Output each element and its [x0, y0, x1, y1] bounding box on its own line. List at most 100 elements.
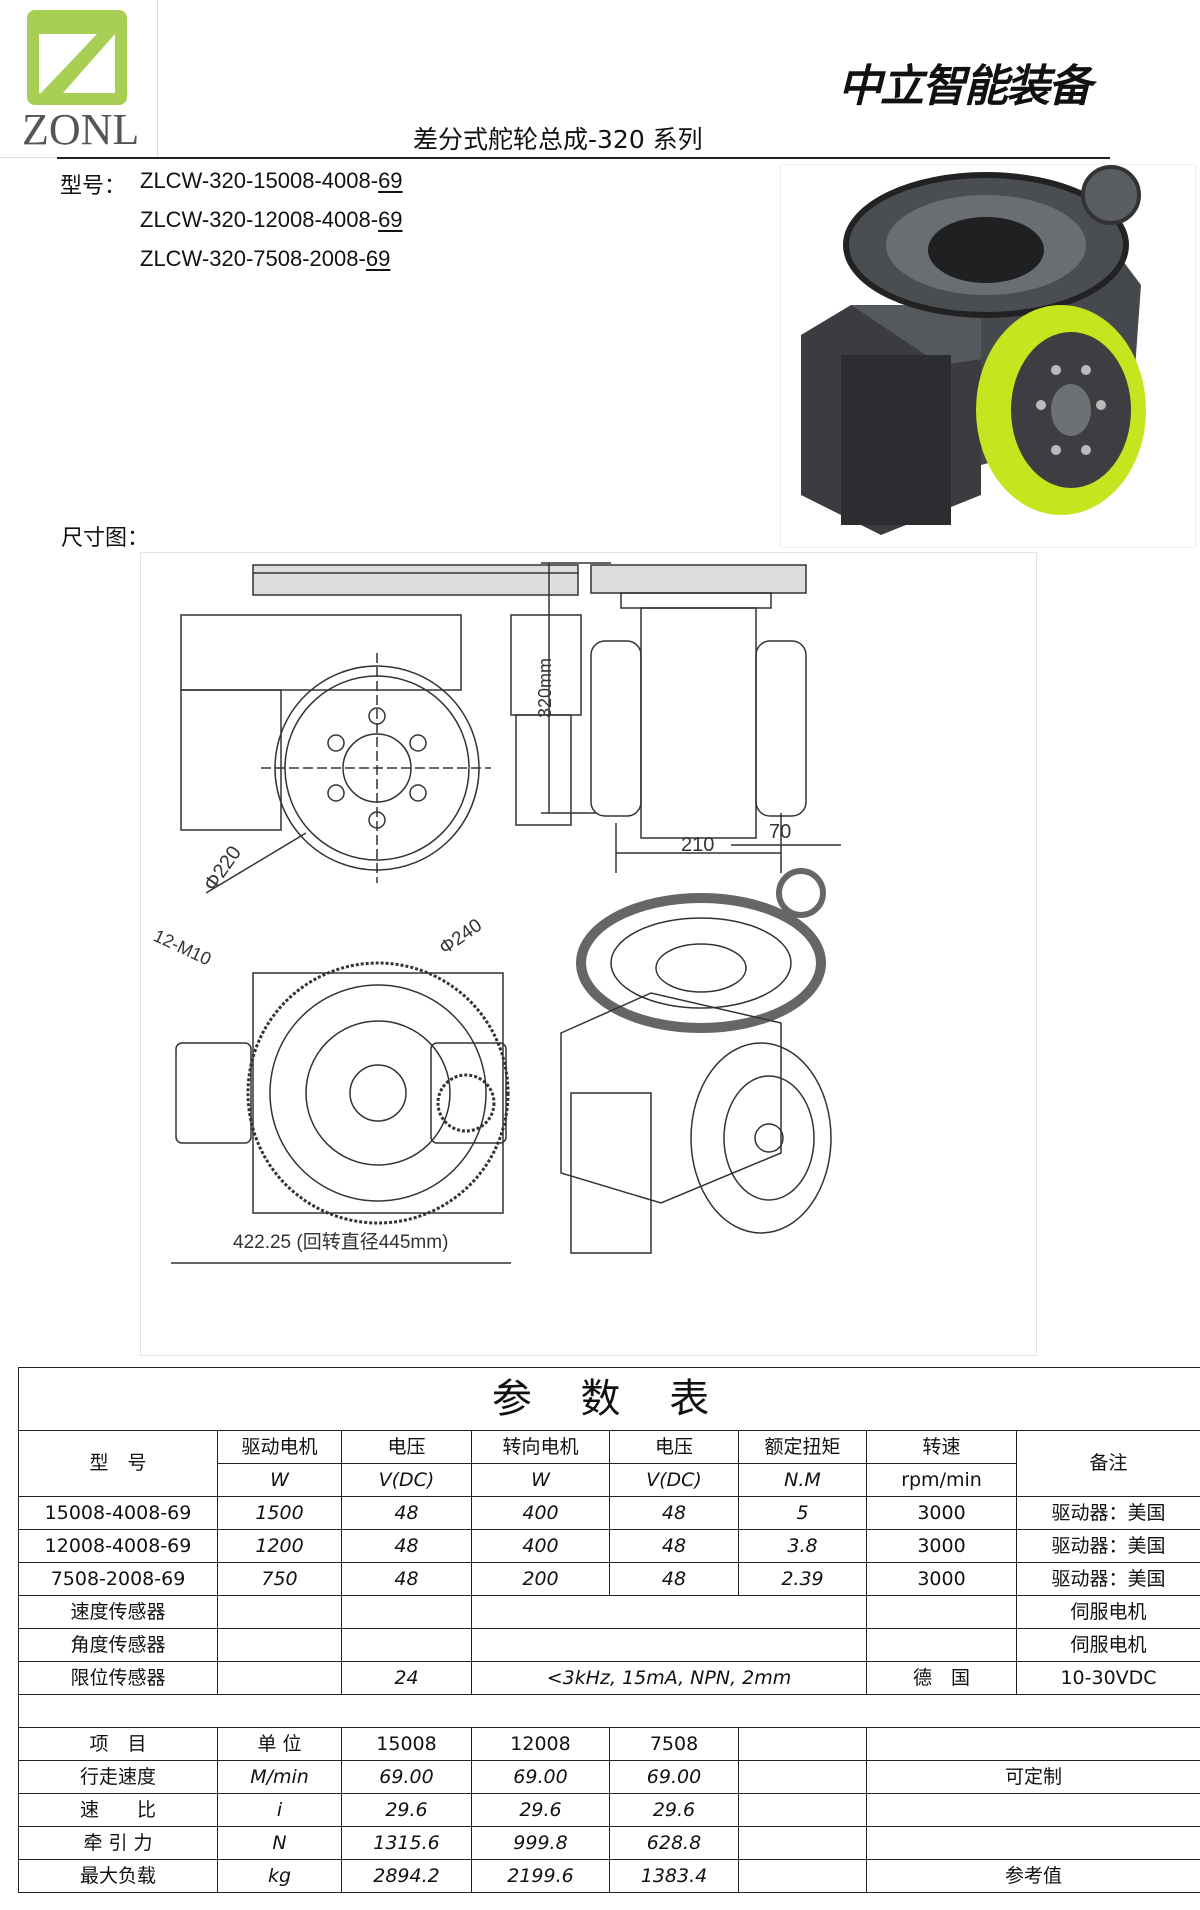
track-label: 210: [681, 834, 714, 856]
bolt-label: 12-M10: [151, 925, 215, 969]
perf-header-item: 项 目: [18, 1727, 218, 1761]
empty-cell: [738, 1727, 867, 1761]
empty-cell: [738, 1826, 867, 1860]
remark-cell: 10-30VDC: [1015, 1661, 1200, 1695]
perf-value: 1315.6: [341, 1826, 472, 1860]
model-number: ZLCW-320-7508-2008-69: [140, 246, 391, 271]
sensor-row: 速度传感器 伺服电机: [18, 1595, 1200, 1629]
voltage-cell: 48: [609, 1496, 739, 1530]
torque-cell: 5: [738, 1496, 867, 1530]
dimension-drawing: Φ220 320mm 210 70 422.25 (回转直径445mm) 12-…: [140, 552, 1037, 1356]
perf-value: 69.00: [609, 1760, 739, 1794]
zonl-logo-icon: [27, 10, 127, 105]
empty-cell: [471, 1595, 867, 1629]
header-remark: 备注: [1015, 1430, 1200, 1497]
unit-cell: rpm/min: [866, 1463, 1017, 1497]
empty-cell: [866, 1595, 1017, 1629]
header-rule: [57, 157, 1110, 159]
rpm-cell: 3000: [866, 1562, 1017, 1596]
model-number: ZLCW-320-15008-4008-69: [140, 168, 403, 193]
perf-row: 行走速度 M/min 69.00 69.00 69.00 可定制: [18, 1760, 1200, 1794]
empty-cell: [738, 1760, 867, 1794]
logo-text: ZONL: [22, 105, 140, 154]
perf-value: 29.6: [609, 1793, 739, 1827]
perf-row: 速 比 i 29.6 29.6 29.6: [18, 1793, 1200, 1827]
drive-cell: 750: [217, 1562, 342, 1596]
table-title: 参 数 表: [17, 1367, 1200, 1431]
sensor-name: 限位传感器: [18, 1661, 218, 1695]
drive-cell: 1200: [217, 1529, 342, 1563]
perf-note: [865, 1826, 1200, 1860]
origin-cell: 德 国: [866, 1661, 1017, 1695]
perf-unit: kg: [217, 1859, 342, 1893]
header-voltage: 电压: [341, 1430, 472, 1464]
perf-value: 628.8: [609, 1826, 739, 1860]
voltage-cell: 48: [341, 1496, 472, 1530]
voltage-cell: 48: [609, 1529, 739, 1563]
ring-diameter-label: Φ240: [436, 915, 486, 959]
blank-row: [17, 1694, 1200, 1728]
perf-header-model: 15008: [341, 1727, 472, 1761]
perf-header-model: 7508: [609, 1727, 739, 1761]
perf-value: 29.6: [341, 1793, 472, 1827]
perf-value: 1383.4: [609, 1859, 739, 1893]
perf-header-model: 12008: [471, 1727, 610, 1761]
empty-cell: [738, 1793, 867, 1827]
empty-cell: [217, 1661, 342, 1695]
perf-item: 牵 引 力: [18, 1826, 218, 1860]
unit-cell: W: [217, 1463, 342, 1497]
perf-unit: M/min: [217, 1760, 342, 1794]
empty-cell: [217, 1595, 342, 1629]
unit-cell: V(DC): [341, 1463, 472, 1497]
perf-value: 2199.6: [471, 1859, 610, 1893]
model-label: 型号：: [60, 174, 127, 199]
remark-cell: 驱动器：美国: [1015, 1529, 1200, 1563]
steer-cell: 400: [471, 1496, 610, 1530]
model-cell: 7508-2008-69: [18, 1562, 218, 1596]
sensor-row: 角度传感器 伺服电机: [18, 1628, 1200, 1662]
voltage-cell: 24: [341, 1661, 472, 1695]
perf-row: 最大负载 kg 2894.2 2199.6 1383.4 参考值: [18, 1859, 1200, 1893]
isometric-view: [560, 868, 832, 1254]
empty-cell: [17, 1694, 1200, 1728]
header-model: 型 号: [18, 1430, 218, 1497]
page-subtitle: 差分式舵轮总成-320 系列: [413, 125, 703, 154]
torque-cell: 3.8: [738, 1529, 867, 1563]
empty-cell: [341, 1628, 472, 1662]
height-label: 320mm: [535, 658, 555, 718]
remark-cell: 驱动器：美国: [1015, 1496, 1200, 1530]
voltage-cell: 48: [341, 1562, 472, 1596]
perf-note: 参考值: [865, 1859, 1200, 1893]
voltage-cell: 48: [609, 1562, 739, 1596]
model-cell: 15008-4008-69: [18, 1496, 218, 1530]
perf-value: 69.00: [341, 1760, 472, 1794]
overall-dimension-label: 422.25 (回转直径445mm): [233, 1231, 448, 1253]
sensor-name: 角度传感器: [18, 1628, 218, 1662]
wheel-diameter-label: Φ220: [200, 842, 246, 895]
parameter-table: 参 数 表 型 号 驱动电机 电压 转向电机 电压 额定扭矩 转速 备注 W V…: [17, 1367, 1200, 1893]
front-view: 320mm 210 70: [535, 562, 841, 873]
steer-cell: 200: [471, 1562, 610, 1596]
header-torque: 额定扭矩: [738, 1430, 867, 1464]
table-row: 15008-4008-69 1500 48 400 48 5 3000 驱动器：…: [18, 1496, 1200, 1530]
remark-cell: 伺服电机: [1015, 1628, 1200, 1662]
dimension-label: 尺寸图：: [61, 526, 150, 551]
sensor-name: 速度传感器: [18, 1595, 218, 1629]
perf-value: 999.8: [471, 1826, 610, 1860]
table-row: 7508-2008-69 750 48 200 48 2.39 3000 驱动器…: [18, 1562, 1200, 1596]
drive-cell: 1500: [217, 1496, 342, 1530]
empty-cell: [341, 1595, 472, 1629]
perf-unit: i: [217, 1793, 342, 1827]
header-steer-motor: 转向电机: [471, 1430, 610, 1464]
header-speed: 转速: [866, 1430, 1017, 1464]
empty-cell: [471, 1628, 867, 1662]
perf-value: 69.00: [471, 1760, 610, 1794]
logo-divider: [157, 0, 158, 157]
perf-item: 速 比: [18, 1793, 218, 1827]
side-view: Φ220: [180, 564, 582, 895]
voltage-cell: 48: [341, 1529, 472, 1563]
perf-unit: N: [217, 1826, 342, 1860]
wheel-width-label: 70: [769, 821, 791, 843]
header-voltage: 电压: [609, 1430, 739, 1464]
rpm-cell: 3000: [866, 1496, 1017, 1530]
